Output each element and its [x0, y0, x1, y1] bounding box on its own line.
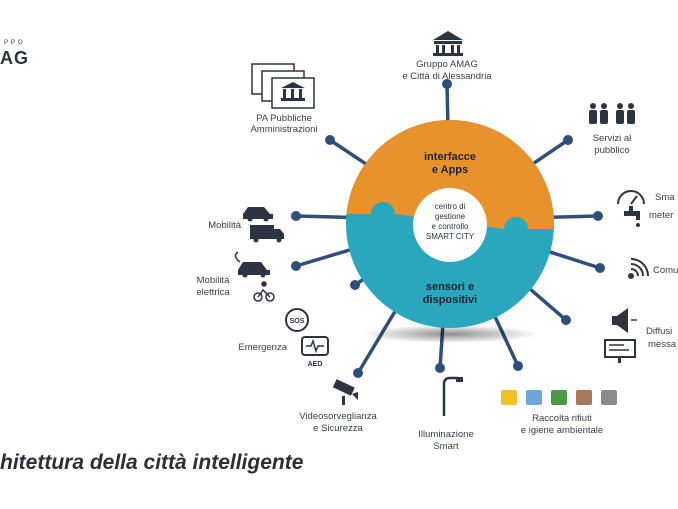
node-raccolta-label-1: Raccolta rifiuti	[532, 413, 592, 424]
hub-center	[413, 188, 487, 262]
node-pa-label-2: Amministrazioni	[250, 124, 317, 135]
hub-bottom-label-2: dispositivi	[423, 294, 477, 306]
node-amag-label-2: e Città di Alessandria	[402, 71, 492, 82]
endpoint-dot	[291, 261, 301, 271]
bin-blue-icon	[526, 390, 542, 405]
endpoint-dot	[595, 263, 605, 273]
hub-top-label-1: interfacce	[424, 151, 476, 163]
display-board-icon	[604, 339, 636, 363]
defibrillator-icon	[301, 336, 329, 356]
endpoint-dot	[350, 280, 360, 290]
node-emergenza-label: Emergenza	[238, 342, 287, 353]
hub-center-label-3: e controllo	[432, 222, 469, 231]
node-mobilita-elettrica-label-1: Mobilità	[197, 275, 230, 286]
hub-center-label-1: centro di	[435, 202, 466, 211]
endpoint-dot	[435, 363, 445, 373]
node-diffusione-label-2: messa	[648, 339, 677, 350]
car-icon	[243, 207, 273, 222]
bin-yellow-icon	[501, 390, 517, 405]
security-camera-icon	[332, 379, 358, 405]
node-illuminazione-label-1: Illuminazione	[418, 429, 473, 440]
endpoint-dot	[561, 315, 571, 325]
endpoint-dot	[442, 79, 452, 89]
endpoint-dot	[513, 361, 523, 371]
node-raccolta-label-2: e igiene ambientale	[521, 425, 603, 436]
node-servizi-label-1: Servizi al	[593, 133, 632, 144]
bin-green-icon	[551, 390, 567, 405]
meter-gauge-icon	[617, 190, 645, 205]
people-group-icon	[589, 103, 635, 124]
page-title: hitettura della città intelligente	[0, 451, 304, 474]
bin-grey-icon	[601, 390, 617, 405]
bin-brown-icon	[576, 390, 592, 405]
logo-big-text: AG	[0, 48, 29, 68]
endpoint-dot	[325, 135, 335, 145]
truck-icon	[250, 225, 284, 243]
hub-top-label-2: e Apps	[432, 164, 468, 176]
node-comunicazione-label: Comu	[653, 265, 678, 276]
node-video-label-1: Videosorveglianza	[299, 411, 377, 422]
endpoint-dot	[563, 135, 573, 145]
node-smart-meter-label-2: meter	[649, 210, 673, 221]
spoke-endpoints	[291, 79, 605, 378]
node-mobilita-elettrica-label-2: elettrica	[196, 287, 230, 298]
megaphone-icon	[612, 308, 637, 333]
hub-center-label-4: SMART CITY	[426, 232, 475, 241]
endpoint-dot	[353, 368, 363, 378]
signal-wifi-icon	[628, 258, 649, 279]
node-amag-label-1: Gruppo AMAG	[416, 59, 478, 70]
logo-small-text: PPO	[4, 40, 26, 46]
node-illuminazione-label-2: Smart	[433, 441, 459, 452]
hub-bottom-label-1: sensori e	[426, 281, 474, 293]
endpoint-dot	[593, 211, 603, 221]
endpoint-dot	[291, 211, 301, 221]
bicycle-icon	[253, 281, 275, 302]
node-smart-meter-label-1: Sma	[655, 192, 675, 203]
company-logo: PPO AG	[0, 40, 40, 70]
bank-icon	[433, 31, 463, 56]
electric-car-icon	[234, 251, 270, 278]
node-pa-label-1: PA Pubbliche	[256, 113, 312, 124]
documents-bank-icon	[251, 63, 315, 109]
hub-center-label-2: gestione	[435, 212, 466, 221]
node-diffusione-label-1: Diffusi	[646, 326, 672, 337]
street-lamp-icon	[442, 376, 463, 416]
sos-text: SOS	[290, 318, 305, 325]
hub-shadow	[362, 325, 538, 343]
waste-bins-icon	[501, 390, 617, 405]
sos-icon: SOS	[285, 308, 309, 332]
node-video-label-2: e Sicurezza	[313, 423, 363, 434]
node-servizi-label-2: pubblico	[594, 145, 629, 156]
node-mobilita-label: Mobilità	[208, 220, 241, 231]
aed-label: AED	[308, 361, 323, 368]
water-tap-icon	[624, 206, 640, 227]
